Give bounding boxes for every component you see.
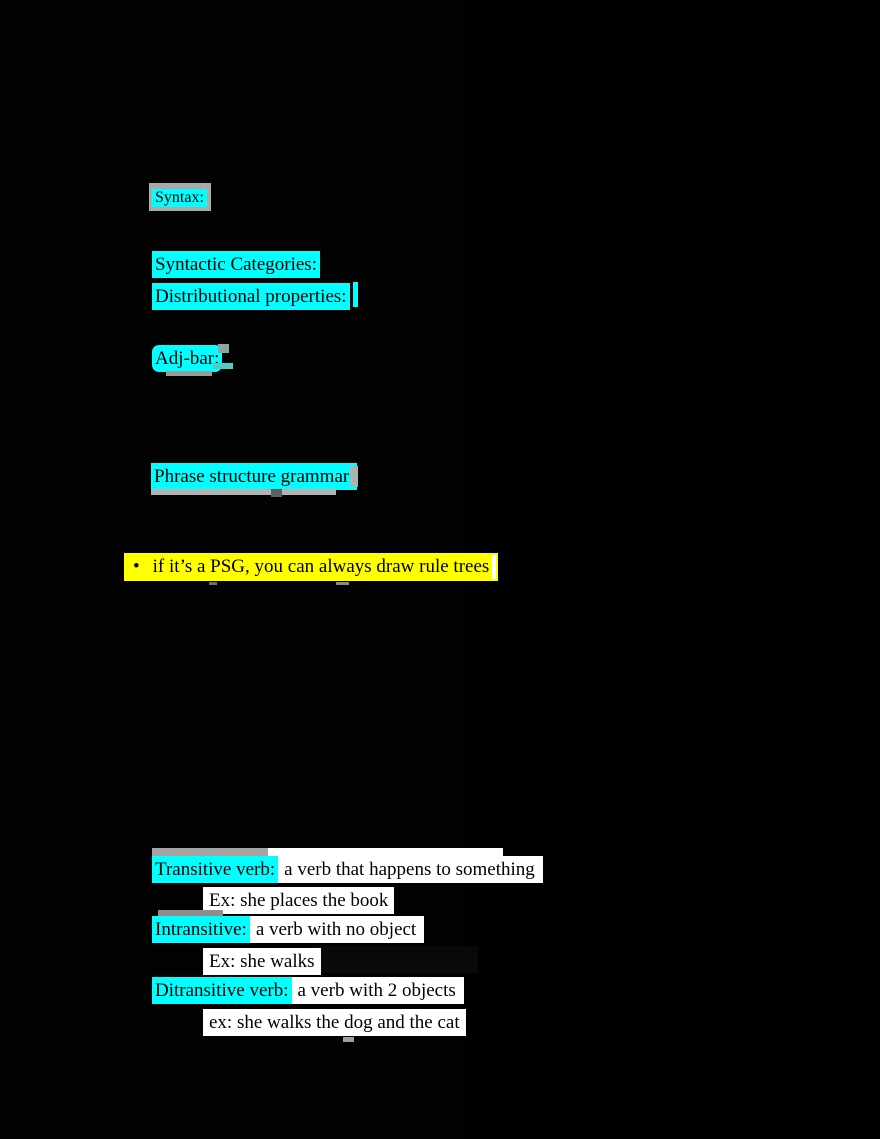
highlight-artifact [152,848,268,856]
transitive-verb-line: Transitive verb:a verb that happens to s… [152,856,543,883]
highlight-artifact [336,582,349,585]
syntax-highlight-frame: Syntax: [149,183,211,211]
ditransitive-verb-term: Ditransitive verb: [152,977,292,1004]
ditransitive-verb-line: Ditransitive verb:a verb with 2 objects [152,977,464,1004]
heading-adj-bar: Adj-bar: [152,345,223,372]
highlight-artifact [218,344,229,353]
highlight-artifact [166,371,212,376]
heading-distributional-properties-line: Distributional properties: [152,282,358,310]
intransitive-verb-term: Intransitive: [152,916,250,943]
transitive-example: Ex: she places the book [203,887,395,914]
heading-phrase-structure-grammar: Phrase structure grammar: [151,463,358,490]
highlight-artifact [352,282,358,307]
transitive-verb-term: Transitive verb: [152,856,279,883]
psg-bullet-note: • if it’s a PSG, you can always draw rul… [124,553,499,581]
heading-distributional-properties: Distributional properties: [152,283,350,310]
highlight-artifact [271,489,282,497]
intransitive-example-line: Ex: she walks [203,948,321,975]
transitive-verb-definition: a verb that happens to something [278,856,543,883]
heading-syntactic-categories: Syntactic Categories: [152,251,320,278]
heading-syntactic-categories-line: Syntactic Categories: [152,251,320,278]
highlight-artifact [158,910,223,916]
ditransitive-example-line: ex: she walks the dog and the cat [203,1009,466,1036]
psg-bullet-text: if it’s a PSG, you can always draw rule … [152,556,490,577]
intransitive-example: Ex: she walks [203,948,321,975]
heading-syntax: Syntax: [152,189,207,207]
highlight-artifact [343,1037,354,1042]
ditransitive-verb-definition: a verb with 2 objects [291,977,464,1004]
intransitive-verb-line: Intransitive:a verb with no object [152,916,425,943]
highlight-artifact [209,582,217,585]
transitive-example-line: Ex: she places the book [203,887,395,914]
bullet-icon: • [133,556,140,577]
intransitive-verb-definition: a verb with no object [249,916,425,943]
highlight-artifact [312,946,478,973]
highlight-artifact [492,555,497,579]
highlight-artifact [268,848,503,856]
highlight-artifact [151,489,336,495]
highlight-artifact [213,363,233,369]
heading-phrase-structure-grammar-line: Phrase structure grammar: [151,463,358,490]
heading-adj-bar-line: Adj-bar: [152,345,223,372]
highlight-artifact [350,466,358,487]
ditransitive-example: ex: she walks the dog and the cat [203,1009,466,1036]
